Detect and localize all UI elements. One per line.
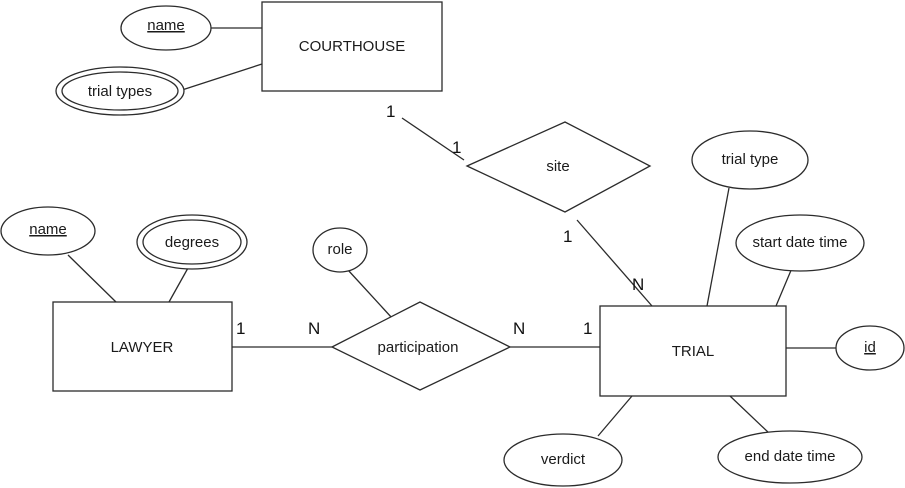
edge-trial-start [775, 267, 793, 307]
cardinality-courthouse-site: 1 [386, 102, 395, 121]
attribute-courthouse-trial-types[interactable]: trial types [55, 66, 185, 116]
attribute-trial-type-label: trial type [722, 151, 779, 168]
cardinality-trial-participation: 1 [583, 319, 592, 338]
attribute-lawyer-name[interactable]: name [0, 206, 96, 256]
cardinality-labels: 1 1 1 N 1 N N 1 [236, 102, 644, 338]
edge-lawyer-degrees [168, 267, 189, 303]
attribute-trial-start[interactable]: start date time [735, 214, 865, 272]
attribute-trial-verdict[interactable]: verdict [503, 433, 623, 487]
entity-courthouse[interactable]: COURTHOUSE [261, 1, 443, 92]
edge-trial-end [729, 395, 771, 435]
edge-trial-type [706, 187, 730, 307]
edge-trial-verdict [597, 395, 633, 437]
connector-lines [67, 27, 836, 437]
edge-site-trial [576, 219, 653, 307]
cardinality-lawyer-participation: 1 [236, 319, 245, 338]
edge-courthouse-site [401, 117, 465, 161]
attribute-trial-end-label: end date time [745, 448, 836, 465]
relationship-participation[interactable]: participation [330, 301, 512, 391]
attribute-trial-end[interactable]: end date time [717, 430, 863, 484]
attribute-trial-id[interactable]: id [835, 325, 905, 371]
attribute-trial-type[interactable]: trial type [691, 130, 809, 190]
entity-trial[interactable]: TRIAL [599, 305, 787, 397]
attribute-trial-start-label: start date time [752, 234, 847, 251]
attribute-trial-id-label: id [864, 339, 876, 356]
entity-lawyer[interactable]: LAWYER [52, 301, 233, 392]
cardinality-participation-lawyer: N [308, 319, 320, 338]
attribute-courthouse-trial-types-label: trial types [88, 83, 152, 100]
relationship-site-label: site [546, 158, 569, 175]
attribute-lawyer-degrees[interactable]: degrees [136, 214, 248, 270]
attribute-participation-role-label: role [327, 241, 352, 258]
attribute-courthouse-name-label: name [147, 17, 185, 34]
attribute-lawyer-name-label: name [29, 221, 67, 238]
entity-lawyer-label: LAWYER [111, 339, 174, 356]
edge-lawyer-name [67, 254, 117, 303]
cardinality-trial-site: N [632, 275, 644, 294]
edge-participation-role [347, 269, 393, 319]
edge-courthouse-trial-types [181, 63, 263, 91]
cardinality-site-courthouse: 1 [452, 138, 461, 157]
attribute-courthouse-name[interactable]: name [120, 5, 212, 51]
cardinality-participation-trial: N [513, 319, 525, 338]
relationship-site[interactable]: site [465, 121, 652, 213]
entity-trial-label: TRIAL [672, 343, 715, 360]
attribute-trial-verdict-label: verdict [541, 451, 586, 468]
cardinality-site-trial: 1 [563, 227, 572, 246]
entity-courthouse-label: COURTHOUSE [299, 38, 405, 55]
attribute-participation-role[interactable]: role [312, 227, 368, 273]
relationship-participation-label: participation [378, 339, 459, 356]
attribute-lawyer-degrees-label: degrees [165, 234, 219, 251]
